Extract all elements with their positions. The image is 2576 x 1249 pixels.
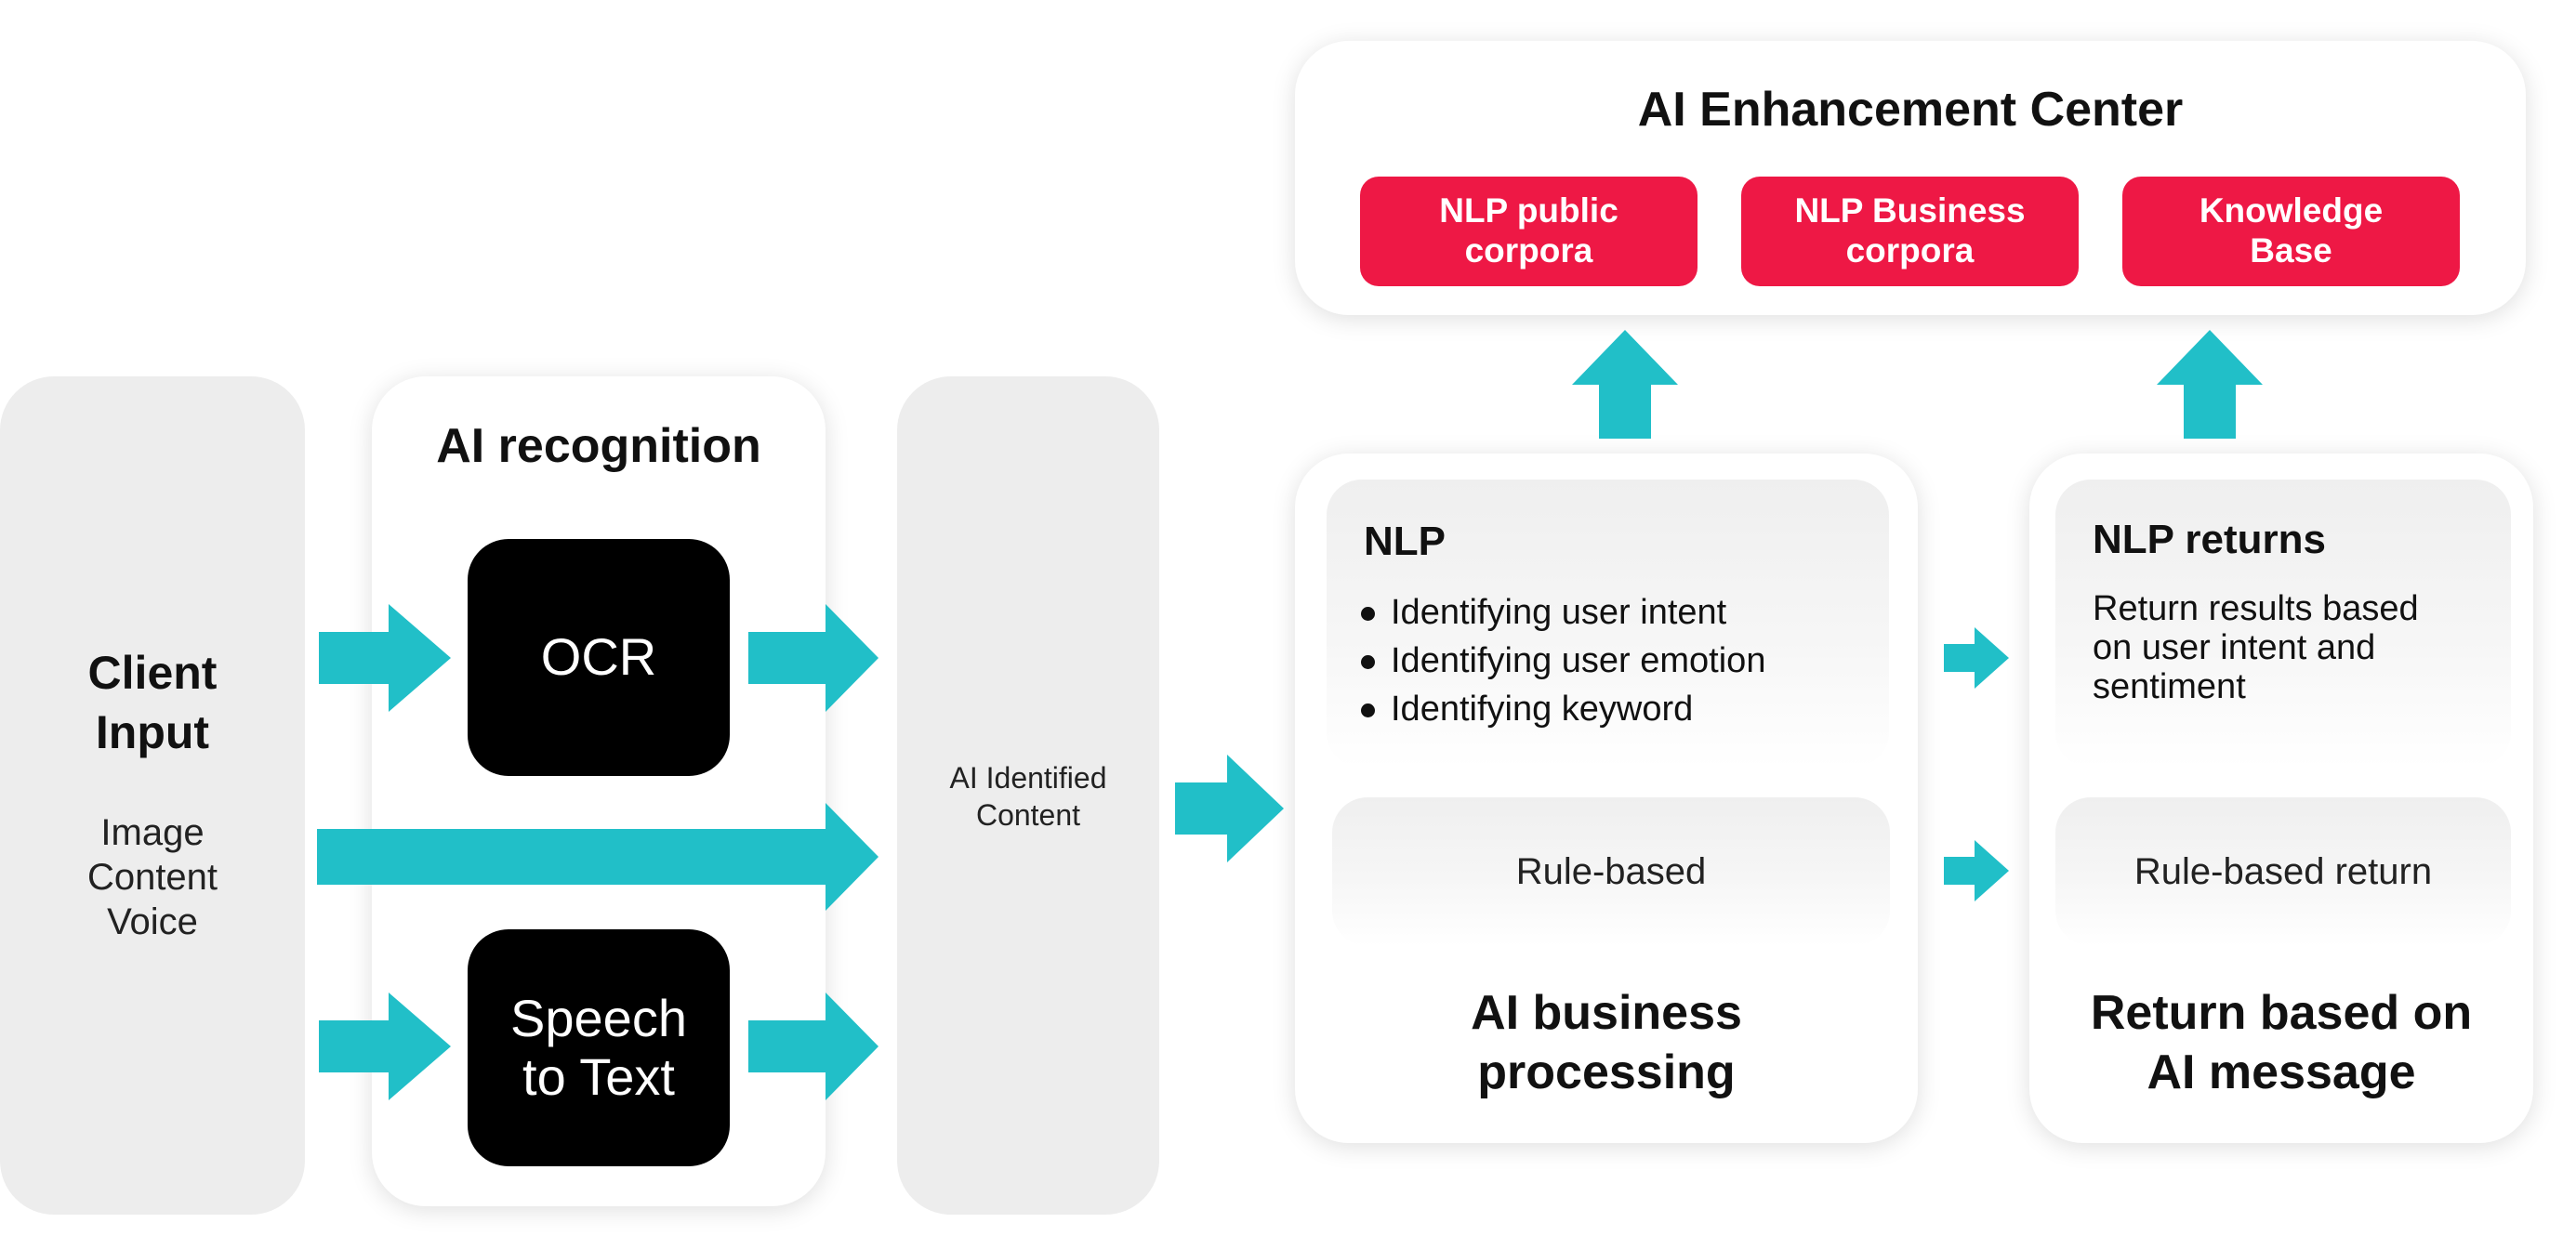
nlp-bullet-item: Identifying user intent xyxy=(1359,588,1880,637)
ocr-box: OCR xyxy=(468,539,730,776)
rule-based-return-card: Rule-based return xyxy=(2055,797,2511,946)
ai-enhancement-center-title: AI Enhancement Center xyxy=(1637,83,2184,137)
arrow-up-icon xyxy=(1572,330,1678,439)
nlp-bullet-list: Identifying user intent Identifying user… xyxy=(1359,588,1880,733)
nlp-business-corpora-box: NLP Business corpora xyxy=(1741,177,2079,286)
nlp-card-title: NLP xyxy=(1364,519,1446,564)
client-input-panel xyxy=(0,376,305,1215)
arrow-right-icon xyxy=(319,993,451,1100)
rule-based-card: Rule-based xyxy=(1332,797,1890,946)
nlp-returns-text: Return results based on user intent and … xyxy=(2093,589,2419,706)
arrow-up-icon xyxy=(2157,330,2263,439)
arrow-right-icon xyxy=(317,803,878,911)
return-panel-title: Return based on AI message xyxy=(2090,986,2473,1099)
arrow-right-icon xyxy=(1944,840,2009,901)
client-input-items: Image Content Voice xyxy=(86,812,218,942)
speech-to-text-box: Speech to Text xyxy=(468,929,730,1166)
arrow-right-icon xyxy=(1175,755,1284,862)
ai-business-processing-title: AI business processing xyxy=(1471,986,1742,1099)
arrow-right-icon xyxy=(1944,627,2009,689)
arrow-shapes xyxy=(317,330,2263,1100)
ai-identified-content-label: AI Identified Content xyxy=(949,761,1107,832)
knowledge-base-box: Knowledge Base xyxy=(2122,177,2460,286)
nlp-returns-title: NLP returns xyxy=(2093,517,2327,562)
nlp-public-corpora-box: NLP public corpora xyxy=(1360,177,1698,286)
arrow-right-icon xyxy=(748,604,878,712)
arrow-right-icon xyxy=(748,993,878,1100)
ai-recognition-title: AI recognition xyxy=(436,419,761,473)
nlp-returns-card xyxy=(2055,480,2511,768)
client-input-title: Client Input xyxy=(87,647,218,758)
arrow-right-icon xyxy=(319,604,451,712)
nlp-card xyxy=(1327,480,1889,768)
nlp-bullet-item: Identifying keyword xyxy=(1359,685,1880,733)
nlp-bullet-item: Identifying user emotion xyxy=(1359,637,1880,685)
ai-identified-content-panel xyxy=(897,376,1159,1215)
